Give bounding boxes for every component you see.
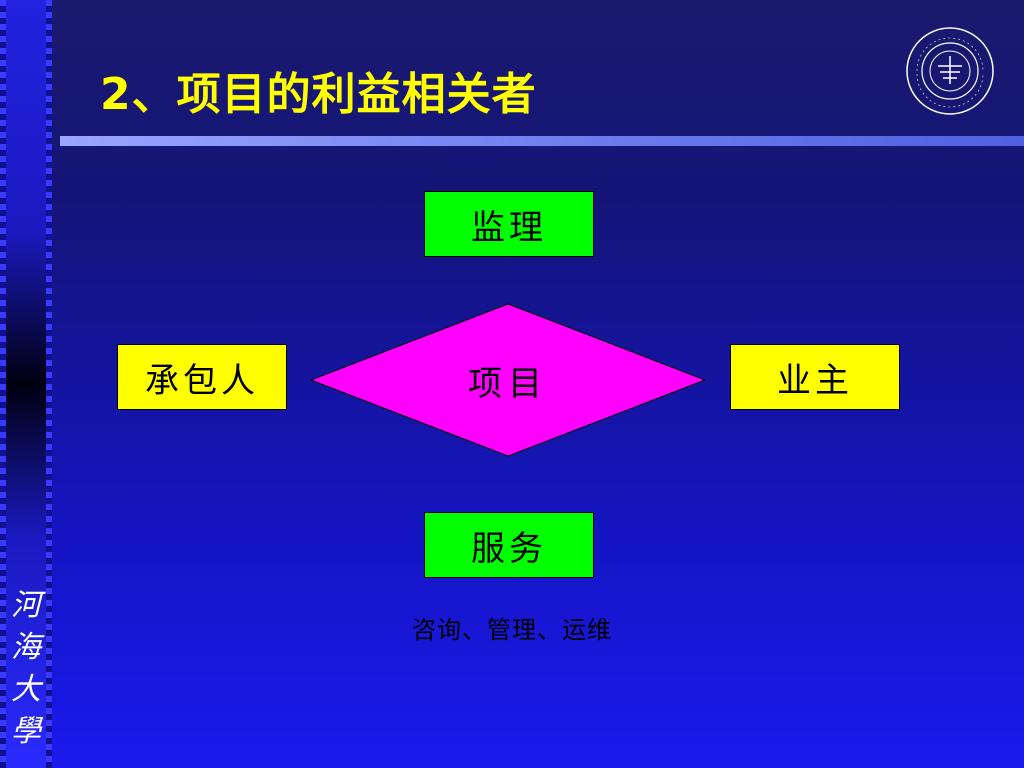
calligraphy-char: 河 — [11, 588, 41, 623]
sidebar-decoration: 河 海 大 學 — [0, 0, 52, 768]
title-divider — [60, 136, 1024, 146]
slide-title: 2、项目的利益相关者 — [100, 69, 537, 120]
service-note: 咨询、管理、运维 — [412, 616, 612, 644]
calligraphy-char: 學 — [11, 714, 41, 749]
supervision-label: 监理 — [471, 207, 547, 248]
project-label-wrap: 项目 — [310, 303, 706, 457]
service-box: 服务 — [424, 512, 594, 578]
university-seal-logo — [906, 27, 994, 115]
owner-box: 业主 — [730, 344, 900, 410]
service-label: 服务 — [471, 528, 547, 569]
project-label: 项目 — [468, 363, 548, 404]
contractor-label: 承包人 — [145, 360, 259, 401]
supervision-box: 监理 — [424, 191, 594, 257]
owner-label: 业主 — [777, 360, 853, 401]
project-diamond — [310, 303, 706, 457]
sidebar-strip-left — [0, 0, 6, 768]
calligraphy-char: 海 — [11, 630, 41, 665]
sidebar-strip-right — [46, 0, 52, 768]
calligraphy-char: 大 — [11, 672, 41, 707]
contractor-box: 承包人 — [117, 344, 287, 410]
university-calligraphy: 河 海 大 學 — [8, 585, 44, 753]
